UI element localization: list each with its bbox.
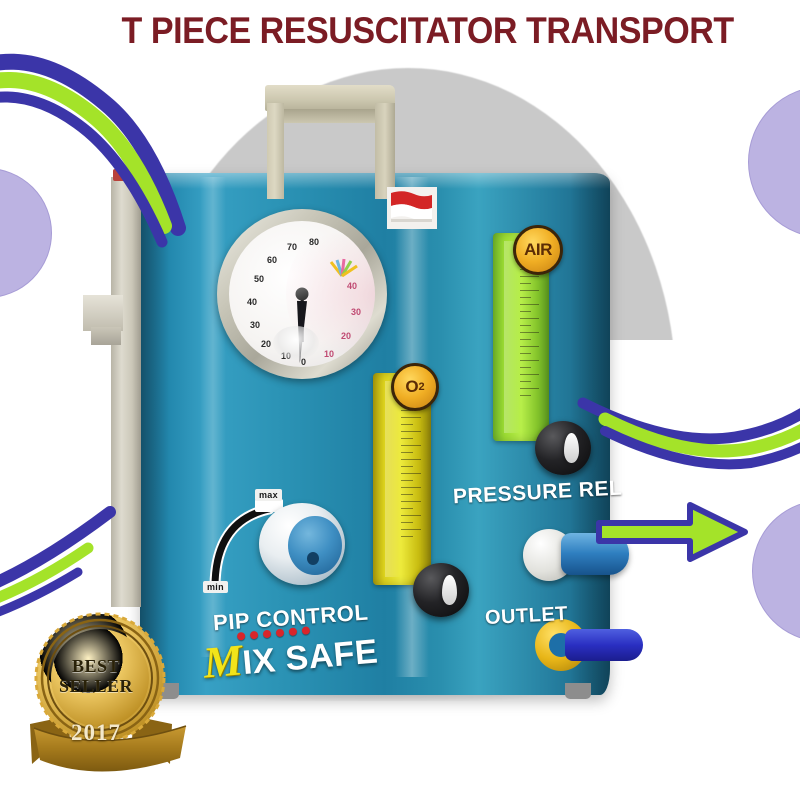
best-seller-text: BEST SELLER	[20, 656, 172, 696]
outlet-port[interactable]	[535, 619, 645, 673]
oxygen-flow-knob[interactable]	[413, 563, 469, 617]
oxygen-badge-label: O	[405, 377, 419, 396]
gauge-tick-70: 70	[287, 242, 298, 252]
gauge-red-tick-30: 30	[351, 307, 362, 317]
top-right-callout-bubble[interactable]: M 0	[748, 86, 800, 238]
device-foot-right	[565, 683, 591, 699]
oxygen-badge-sub: 2	[418, 381, 425, 393]
gauge-tick-30: 30	[250, 320, 261, 330]
mix-safe-rest: IX SAFE	[240, 632, 380, 683]
gauge-tick-60: 60	[267, 255, 278, 265]
outlet-label: OUTLET	[484, 602, 569, 630]
carry-handle[interactable]	[265, 85, 395, 199]
mix-safe-initial: M	[201, 635, 245, 688]
pip-max-label: max	[255, 489, 282, 501]
page-title: T PIECE RESUSCITATOR TRANSPORT	[121, 10, 734, 51]
gauge-tick-50: 50	[254, 274, 265, 284]
best-seller-line2: SELLER	[58, 676, 134, 696]
side-bracket	[83, 169, 155, 607]
pip-min-label: min	[203, 581, 228, 593]
best-seller-badge-icon	[30, 612, 187, 772]
gauge-red-tick-10: 10	[324, 349, 335, 359]
gauge-tick-0: 0	[301, 357, 307, 367]
indonesia-flag-icon	[387, 187, 437, 229]
left-callout-bubble[interactable]	[0, 168, 52, 298]
pip-control-knob[interactable]	[259, 503, 345, 585]
best-seller-year: 2017	[71, 720, 121, 745]
gauge-tick-20: 20	[261, 339, 272, 349]
gauge-red-tick-40: 40	[347, 281, 358, 291]
best-seller-line1: BEST	[71, 656, 121, 676]
gauge-brand-icon	[329, 258, 358, 277]
air-badge-label: AIR	[524, 240, 552, 259]
gauge-face: 80 70 60 50 40 30 20 10 0 40 30 20 10	[229, 221, 375, 367]
green-right-arrow-icon	[596, 502, 748, 562]
t-piece-resuscitator-device: 80 70 60 50 40 30 20 10 0 40 30 20 10	[83, 85, 643, 699]
oxygen-flowmeter[interactable]	[373, 373, 431, 585]
gauge-red-tick-20: 20	[341, 331, 352, 341]
gauge-tick-80: 80	[309, 237, 320, 247]
gauge-tick-40: 40	[247, 297, 258, 307]
air-flow-knob[interactable]	[535, 421, 591, 475]
best-seller-badge: BEST SELLER 2017	[20, 612, 200, 782]
red-indicator	[113, 169, 135, 181]
air-badge: AIR	[513, 225, 563, 275]
gauge-hub	[295, 287, 309, 301]
pressure-gauge[interactable]: 80 70 60 50 40 30 20 10 0 40 30 20 10	[217, 209, 387, 379]
